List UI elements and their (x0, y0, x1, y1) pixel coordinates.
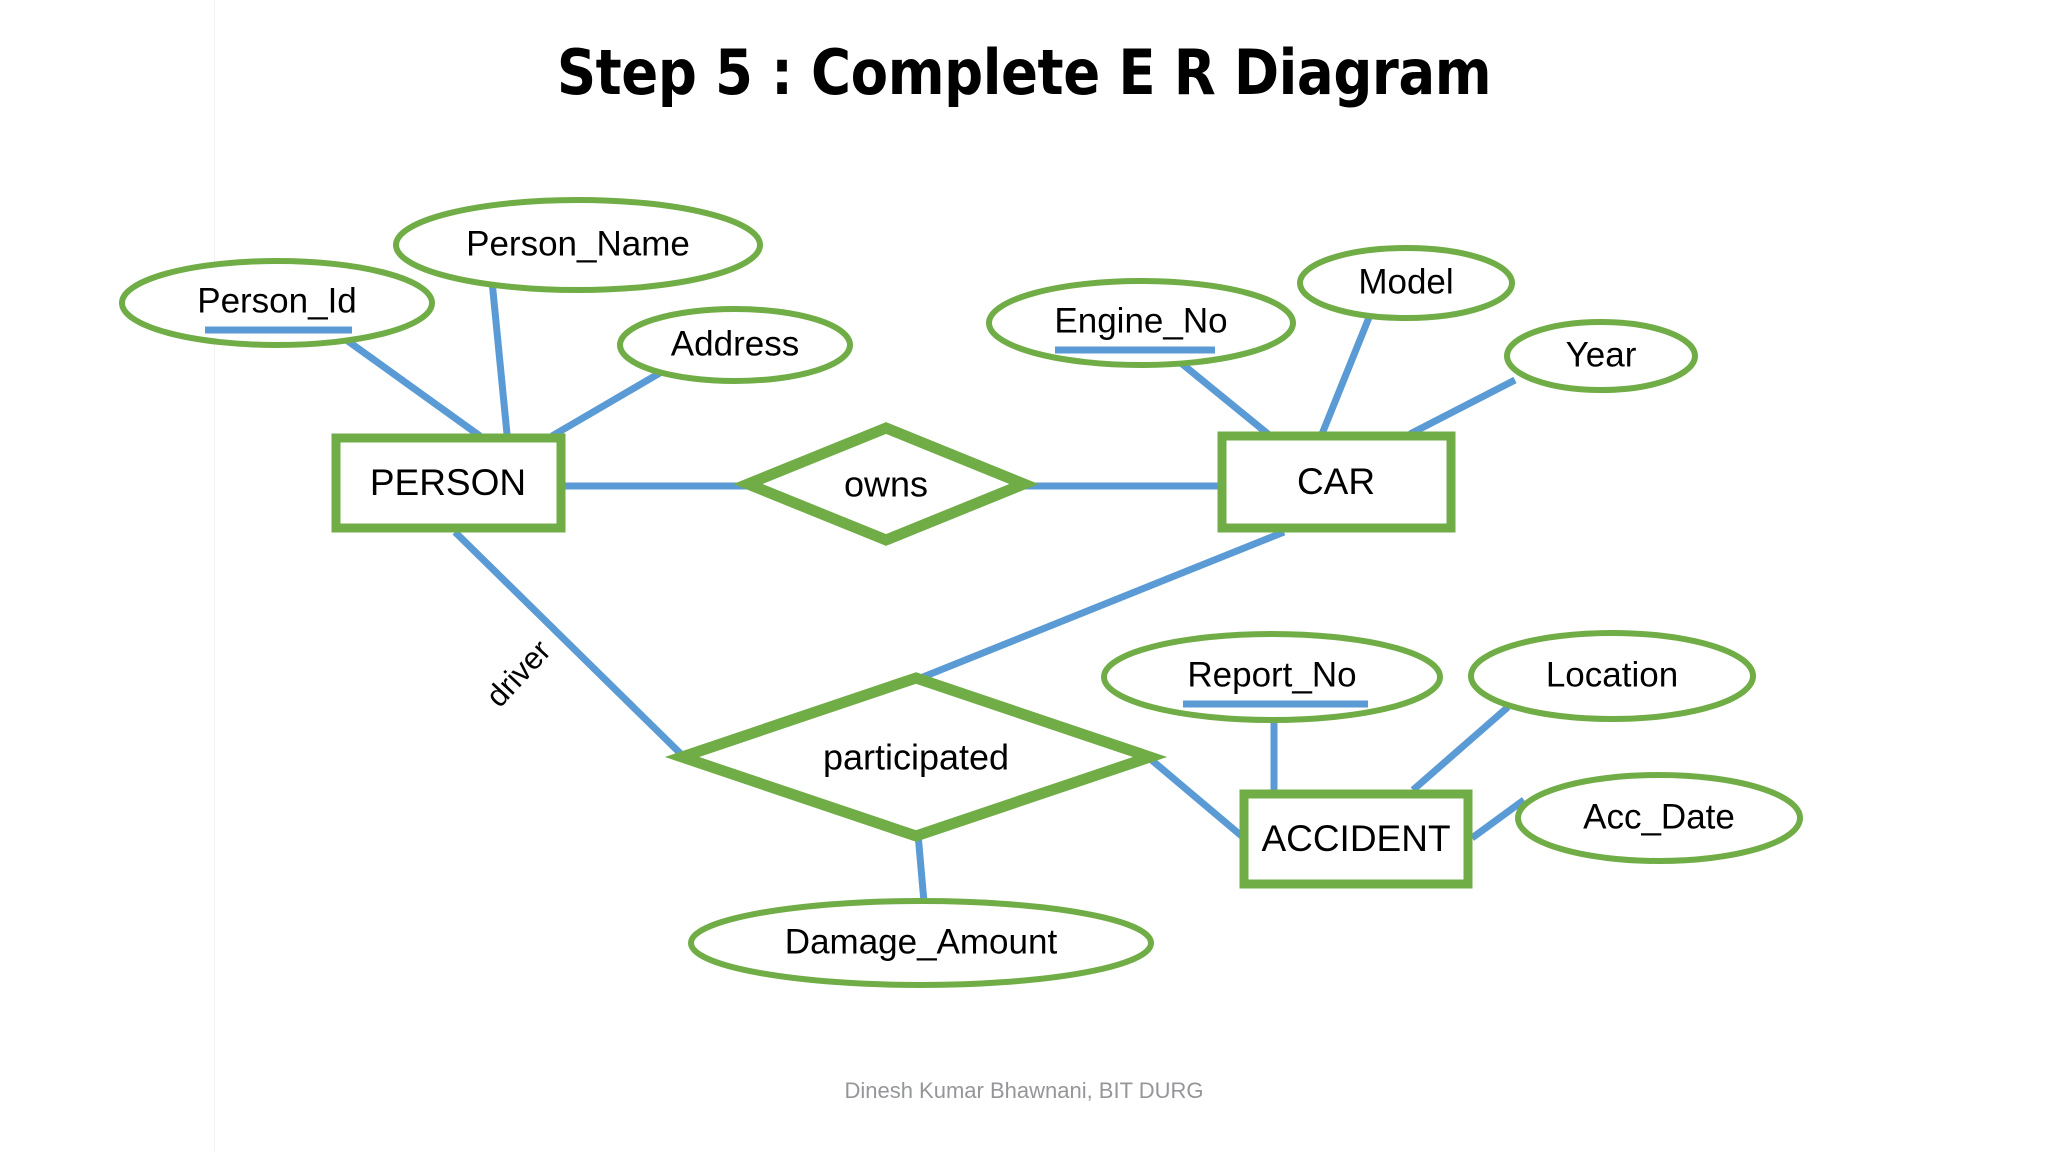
edge-car-participated (916, 528, 1286, 683)
relationship-owns[interactable]: owns (733, 422, 1039, 546)
car-label: CAR (1297, 461, 1375, 502)
acc-date-label: Acc_Date (1583, 797, 1735, 836)
address-label: Address (671, 324, 799, 363)
address-ellipse[interactable] (617, 306, 853, 384)
connector-layer (342, 280, 1527, 903)
person-label: PERSON (370, 462, 526, 503)
edge-address-person (550, 366, 667, 440)
entity-person[interactable]: PERSON (331, 433, 566, 533)
edge-person_id-person (342, 336, 483, 439)
person-id-label: Person_Id (197, 281, 357, 320)
attribute-location[interactable]: Location (1468, 630, 1756, 722)
edge-model-car (1318, 313, 1374, 436)
person-name-ellipse[interactable] (393, 197, 763, 293)
edge-person_name-person (488, 280, 511, 435)
attribute-person-id[interactable]: Person_Id (119, 258, 435, 348)
report-no-label: Report_No (1187, 655, 1356, 694)
edge-location-accident (1410, 704, 1511, 793)
person-name-label: Person_Name (466, 224, 690, 263)
edge-year-car (1408, 376, 1517, 438)
damage-amount-label: Damage_Amount (785, 922, 1058, 961)
engine-no-label: Engine_No (1054, 301, 1227, 340)
model-label: Model (1358, 262, 1453, 301)
attribute-person-name[interactable]: Person_Name (393, 197, 763, 293)
edge-participated-damage (914, 833, 928, 903)
accident-label: ACCIDENT (1261, 818, 1450, 859)
damage-amount-ellipse[interactable] (688, 898, 1154, 988)
attribute-year[interactable]: Year (1504, 319, 1698, 393)
accident-box[interactable] (1239, 789, 1473, 889)
driver-label: driver (479, 633, 557, 714)
edge-acc_date-accident (1469, 797, 1527, 841)
car-box[interactable] (1217, 431, 1456, 533)
edge-label-driver: driver (479, 633, 557, 714)
location-ellipse[interactable] (1468, 630, 1756, 722)
attribute-model[interactable]: Model (1297, 245, 1515, 321)
relationship-participated[interactable]: participated (664, 672, 1168, 842)
person-id-ellipse[interactable] (119, 258, 435, 348)
attribute-damage-amount[interactable]: Damage_Amount (688, 898, 1154, 988)
acc-date-ellipse[interactable] (1515, 772, 1803, 864)
participated-diamond[interactable] (664, 672, 1168, 842)
owns-label: owns (844, 464, 928, 505)
owns-diamond[interactable] (733, 422, 1039, 546)
year-label: Year (1566, 335, 1637, 374)
footer-credit: Dinesh Kumar Bhawnani, BIT DURG (844, 1078, 1204, 1103)
location-label: Location (1546, 655, 1678, 694)
attribute-engine-no[interactable]: Engine_No (986, 278, 1296, 368)
report-no-ellipse[interactable] (1101, 631, 1443, 723)
attribute-address[interactable]: Address (617, 306, 853, 384)
engine-no-ellipse[interactable] (986, 278, 1296, 368)
edge-engine_no-car (1178, 360, 1271, 437)
page-title: Step 5 : Complete E R Diagram (556, 36, 1492, 109)
attribute-report-no[interactable]: Report_No (1101, 631, 1443, 723)
attribute-acc-date[interactable]: Acc_Date (1515, 772, 1803, 864)
edge-person-participated (452, 529, 687, 760)
person-box[interactable] (331, 433, 566, 533)
entity-accident[interactable]: ACCIDENT (1239, 789, 1473, 889)
participated-label: participated (823, 737, 1009, 778)
model-ellipse[interactable] (1297, 245, 1515, 321)
year-ellipse[interactable] (1504, 319, 1698, 393)
entity-car[interactable]: CAR (1217, 431, 1456, 533)
edge-participated-accident (1145, 754, 1247, 841)
